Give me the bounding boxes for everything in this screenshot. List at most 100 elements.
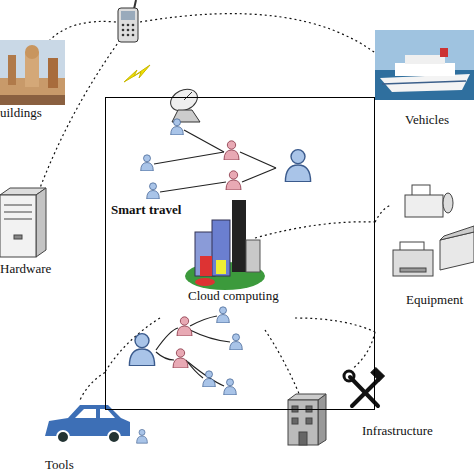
building-icon [292, 406, 298, 412]
city-icon [246, 240, 260, 272]
city-icon [216, 260, 226, 274]
buildings-node: uildings [0, 40, 65, 120]
ship-photo [440, 48, 448, 57]
tools-icon [350, 377, 378, 406]
buildings-photo [25, 45, 39, 59]
dashed-connector [375, 206, 390, 223]
office-equipment [393, 185, 474, 276]
person-icon [173, 141, 241, 368]
building-icon [288, 394, 326, 400]
server-tower [14, 235, 22, 239]
dashed-wire [140, 14, 378, 55]
network-link [160, 182, 226, 192]
ship-photo [382, 81, 466, 84]
equipment-node: Equipment [390, 180, 474, 308]
server-tower [4, 219, 32, 220]
buildings-photo [0, 40, 65, 105]
car-icon [75, 409, 96, 418]
city-icon [195, 278, 215, 286]
satellite-dish [184, 92, 192, 100]
network-link [240, 152, 276, 168]
mobile-phone [127, 34, 130, 37]
server-tower [4, 212, 32, 213]
city-icon [185, 200, 265, 290]
network-link [188, 362, 224, 386]
city-icon [200, 256, 212, 276]
node-label: Cloud computing [188, 288, 279, 303]
dashed-wire [295, 318, 375, 332]
mobile-phone [122, 34, 125, 37]
buildings-photo [8, 55, 16, 85]
ship-photo [405, 55, 445, 64]
person-icon [224, 379, 237, 395]
ship-photo [380, 74, 470, 92]
person-icon [173, 349, 188, 368]
network-link [156, 328, 178, 350]
person-icon [171, 119, 184, 135]
mobile-phone [118, 0, 138, 42]
satellite-dish [167, 85, 201, 122]
building-icon [306, 406, 312, 412]
mobile-phone [122, 24, 125, 27]
car-icon [57, 431, 69, 443]
building-icon [299, 432, 307, 445]
network-link [154, 130, 276, 386]
building-icon [288, 400, 318, 445]
signal-bolt [124, 65, 150, 82]
office-equipment [443, 193, 453, 213]
car-icon [108, 431, 120, 443]
person-icon [147, 183, 160, 199]
network-link [154, 152, 224, 164]
vehicles-node: Vehicles [375, 30, 474, 127]
mobile-phone [132, 29, 135, 32]
person-icon [230, 334, 243, 350]
city-icon [212, 220, 230, 276]
person-icon [129, 119, 310, 443]
dashed-wire [265, 330, 300, 396]
mobile-phone [132, 24, 135, 27]
infrastructure-node: Infrastructure [340, 368, 474, 443]
server-tower [4, 205, 32, 206]
person-icon [177, 317, 192, 336]
dashed-wire [48, 21, 116, 42]
node-label: Vehicles [405, 112, 449, 127]
mobile-phone [121, 11, 135, 20]
system-frame: Smart travelCloud computing [105, 97, 375, 410]
hardware-node: Hardware [0, 186, 58, 276]
office-equipment [393, 250, 433, 276]
buildings-photo [0, 95, 65, 105]
network-link [190, 316, 217, 326]
city-icon [232, 200, 246, 272]
server-tower [0, 195, 36, 257]
mobile-phone [132, 34, 135, 37]
ship-photo [375, 30, 474, 100]
node-label: Equipment [406, 292, 463, 307]
node-label: Hardware [0, 261, 51, 276]
node-label: Tools [45, 457, 74, 472]
mobile-phone [127, 24, 130, 27]
node-label: Infrastructure [362, 423, 433, 438]
network-link [184, 130, 224, 152]
node-label: uildings [0, 105, 42, 120]
mobile-phone [118, 8, 138, 42]
server-tower [0, 188, 46, 257]
tools-node: Tools [40, 400, 140, 472]
car-icon [100, 409, 115, 418]
ship-photo [375, 30, 474, 70]
dashed-wire [40, 40, 120, 188]
person-icon [129, 334, 154, 366]
building-icon [306, 418, 312, 424]
network-link [190, 330, 230, 342]
dashed-wire [40, 14, 378, 396]
person-icon [224, 141, 239, 160]
buildings-photo [48, 58, 58, 88]
buildings-photo [0, 40, 65, 105]
building-icon [292, 418, 298, 424]
network-link [242, 168, 276, 182]
group-title: Smart travel [111, 202, 181, 217]
person-icon [285, 150, 310, 182]
mobile-phone [127, 29, 130, 32]
server-tower [36, 188, 46, 257]
person-icon [137, 429, 148, 443]
